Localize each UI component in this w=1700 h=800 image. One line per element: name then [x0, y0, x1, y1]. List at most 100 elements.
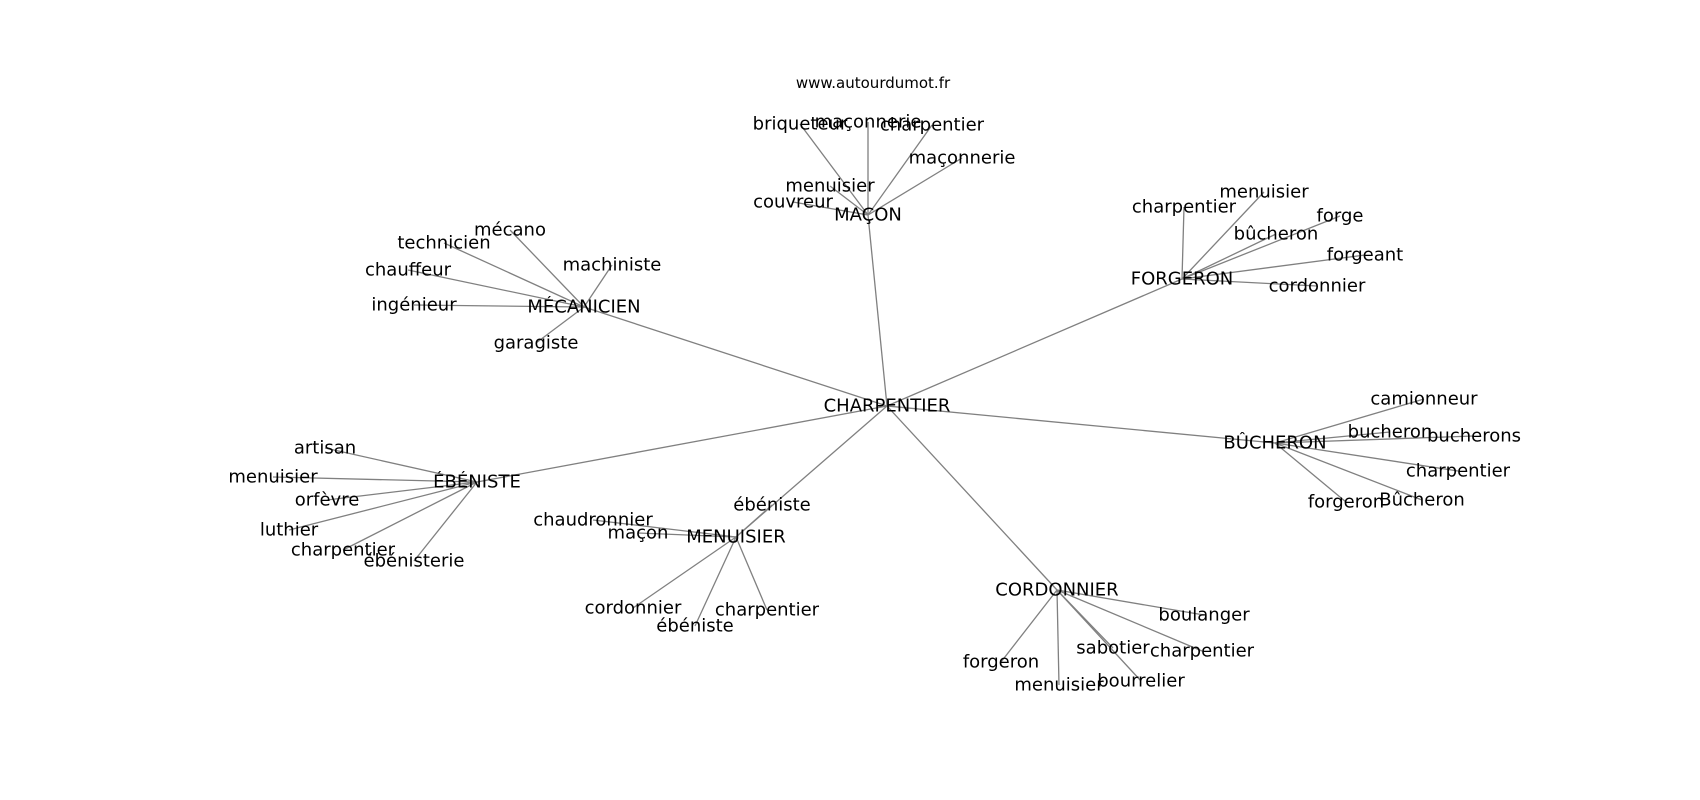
- hub-node-label: MAÇON: [834, 205, 902, 226]
- edge-hub-leaf: [413, 304, 585, 308]
- hub-node-label: CORDONNIER: [995, 580, 1118, 601]
- hub-node-label: ÉBÉNISTE: [433, 471, 521, 493]
- leaf-node-label: forgeant: [1327, 245, 1403, 266]
- edge-hub-leaf: [288, 481, 478, 531]
- leaf-node-label: ébénisterie: [364, 551, 465, 572]
- leaf-node-label: charpentier: [880, 115, 985, 136]
- edge-hub-leaf: [509, 229, 585, 308]
- edge-hub-leaf: [829, 185, 869, 216]
- edge-hub-leaf: [535, 306, 585, 344]
- edge-hub-leaf: [1000, 589, 1058, 663]
- leaf-node-label: garagiste: [494, 333, 579, 354]
- root-node-label: CHARPENTIER: [824, 396, 951, 417]
- hub-node-label: BÛCHERON: [1223, 432, 1326, 454]
- leaf-node-label: cordonnier: [585, 598, 682, 619]
- edge-root-hub: [886, 405, 1058, 591]
- edge-hub-leaf: [583, 264, 613, 308]
- leaf-node-label: charpentier: [715, 600, 820, 621]
- edge-hub-leaf: [735, 536, 768, 611]
- edge-hub-leaf: [272, 476, 478, 483]
- hub-node-label: FORGERON: [1131, 269, 1234, 290]
- leaf-node-label: menuisier: [228, 467, 318, 488]
- edge-hub-leaf: [1181, 278, 1318, 287]
- edge-hub-leaf: [324, 447, 478, 483]
- edge-root-hub: [867, 214, 888, 407]
- edge-hub-leaf: [1181, 215, 1341, 280]
- leaf-node-label: maçonnerie: [909, 148, 1016, 169]
- source-watermark: www.autourdumot.fr: [796, 74, 951, 92]
- leaf-node-label: ingénieur: [371, 295, 457, 316]
- leaf-node-label: ébéniste: [733, 495, 811, 516]
- leaf-node-label: charpentier: [1406, 461, 1511, 482]
- leaf-node-label: boulanger: [1158, 605, 1250, 626]
- edge-hub-leaf: [867, 157, 963, 216]
- leaf-node-label: forgeron: [1308, 492, 1384, 513]
- leaf-node-label: bucheron: [1348, 422, 1433, 443]
- edge-hub-leaf: [1056, 589, 1142, 682]
- edge-root-hub: [886, 405, 1276, 444]
- leaf-node-label: charpentier: [291, 540, 396, 561]
- edge-hub-leaf: [1274, 442, 1423, 501]
- hub-node-label: MÉCANICIEN: [527, 296, 640, 318]
- edge-hub-leaf: [694, 536, 737, 627]
- leaf-node-label: chaudronnier: [533, 510, 653, 531]
- edge-hub-leaf: [592, 519, 737, 538]
- edge-hub-leaf: [413, 481, 478, 562]
- leaf-node-label: chauffeur: [365, 260, 452, 281]
- edge-hub-leaf: [867, 124, 933, 216]
- leaf-node-label: artisan: [294, 438, 356, 459]
- edge-root-hub: [476, 405, 888, 483]
- edge-hub-leaf: [792, 201, 869, 216]
- leaf-node-label: menuisier: [1219, 182, 1309, 203]
- leaf-node-label: briqueteur: [753, 114, 848, 135]
- leaf-node-label: cordonnier: [1269, 276, 1366, 297]
- leaf-node-label: orfèvre: [295, 490, 360, 511]
- leaf-node-label: ébéniste: [656, 616, 734, 637]
- edge-hub-leaf: [1274, 435, 1475, 444]
- edge-hub-leaf: [1056, 589, 1205, 616]
- leaf-node-label: bucherons: [1427, 426, 1521, 447]
- leaf-node-label: Bûcheron: [1379, 490, 1465, 511]
- leaf-node-label: couvreur: [753, 192, 833, 213]
- edge-hub-leaf: [1274, 431, 1391, 444]
- edge-hub-leaf: [1056, 589, 1203, 652]
- edge-hub-leaf: [632, 536, 737, 609]
- leaf-node-label: charpentier: [1132, 197, 1237, 218]
- leaf-node-label: technicien: [397, 233, 490, 254]
- leaf-node-label: bûcheron: [1234, 224, 1319, 245]
- leaf-node-label: maçonnerie: [815, 112, 922, 133]
- leaf-node-label: bourrelier: [1097, 671, 1185, 692]
- edge-hub-leaf: [326, 481, 478, 501]
- edge-hub-leaf: [443, 242, 585, 308]
- leaf-node-label: mécano: [474, 220, 546, 241]
- leaf-node-label: forge: [1317, 206, 1364, 227]
- edges-layer: [272, 122, 1475, 686]
- leaf-node-label: charpentier: [1150, 641, 1255, 662]
- edge-hub-leaf: [1274, 442, 1347, 503]
- edge-hub-leaf: [1181, 206, 1185, 280]
- leaf-node-label: camionneur: [1370, 389, 1478, 410]
- edge-hub-leaf: [1181, 191, 1265, 280]
- edge-hub-leaf: [1274, 398, 1425, 444]
- edge-hub-leaf: [1181, 254, 1366, 280]
- edge-root-hub: [583, 306, 888, 407]
- edge-hub-leaf: [1274, 442, 1459, 472]
- leaf-node-label: forgeron: [963, 652, 1039, 673]
- labels-layer: CHARPENTIERMAÇONbriqueteurmaçonneriechar…: [228, 112, 1521, 696]
- leaf-node-label: sabotier: [1076, 638, 1150, 659]
- leaf-node-label: machiniste: [563, 255, 662, 276]
- leaf-node-label: luthier: [260, 520, 319, 541]
- leaf-node-label: maçon: [608, 523, 669, 544]
- edge-hub-leaf: [1181, 233, 1277, 280]
- edge-hub-leaf: [637, 532, 737, 538]
- edge-root-hub: [886, 278, 1183, 407]
- edge-hub-leaf: [407, 269, 585, 308]
- edge-hub-leaf: [1056, 589, 1060, 686]
- leaf-node-label: menuisier: [785, 176, 875, 197]
- hub-node-label: MENUISIER: [686, 527, 785, 548]
- edge-hub-leaf: [799, 123, 869, 216]
- edge-hub-leaf: [342, 481, 478, 551]
- edge-hub-leaf: [735, 504, 773, 538]
- leaf-node-label: menuisier: [1014, 675, 1104, 696]
